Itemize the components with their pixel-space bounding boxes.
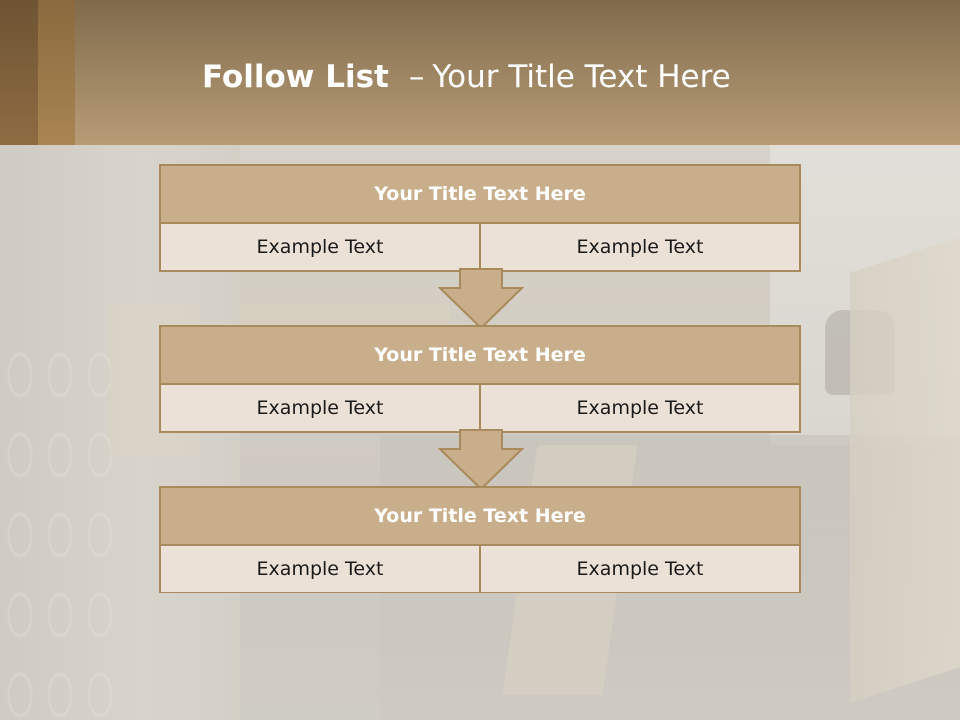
slide-title-dash: –: [408, 59, 425, 95]
down-arrow-icon: [438, 429, 524, 491]
flow-box-title: Your Title Text Here: [161, 488, 799, 546]
flow-box-title: Your Title Text Here: [161, 166, 799, 224]
header-band: Follow List – Your Title Text Here: [0, 0, 960, 145]
photo-lattice-screen: [0, 345, 120, 720]
header-accent-strip: [38, 0, 75, 145]
flow-box-row: Example Text Example Text: [161, 224, 799, 270]
flow-box-row: Example Text Example Text: [161, 546, 799, 592]
flow-box-cell-left: Example Text: [161, 224, 479, 270]
flow-box-1: Your Title Text Here Example Text Exampl…: [159, 164, 801, 272]
flow-box-cell-left: Example Text: [161, 546, 479, 592]
flow-box-cell-left: Example Text: [161, 385, 479, 431]
down-arrow-icon: [438, 268, 524, 330]
flow-box-cell-right: Example Text: [479, 385, 799, 431]
slide-title: Follow List – Your Title Text Here: [202, 55, 731, 99]
flow-box-2: Your Title Text Here Example Text Exampl…: [159, 325, 801, 433]
flow-box-title: Your Title Text Here: [161, 327, 799, 385]
flow-box-cell-right: Example Text: [479, 224, 799, 270]
flow-box-cell-right: Example Text: [479, 546, 799, 592]
flow-box-3: Your Title Text Here Example Text Exampl…: [159, 486, 801, 593]
slide-title-subtitle: Your Title Text Here: [432, 59, 731, 95]
header-accent-strip: [0, 0, 38, 145]
flow-box-row: Example Text Example Text: [161, 385, 799, 431]
slide-title-bold: Follow List: [202, 59, 389, 95]
